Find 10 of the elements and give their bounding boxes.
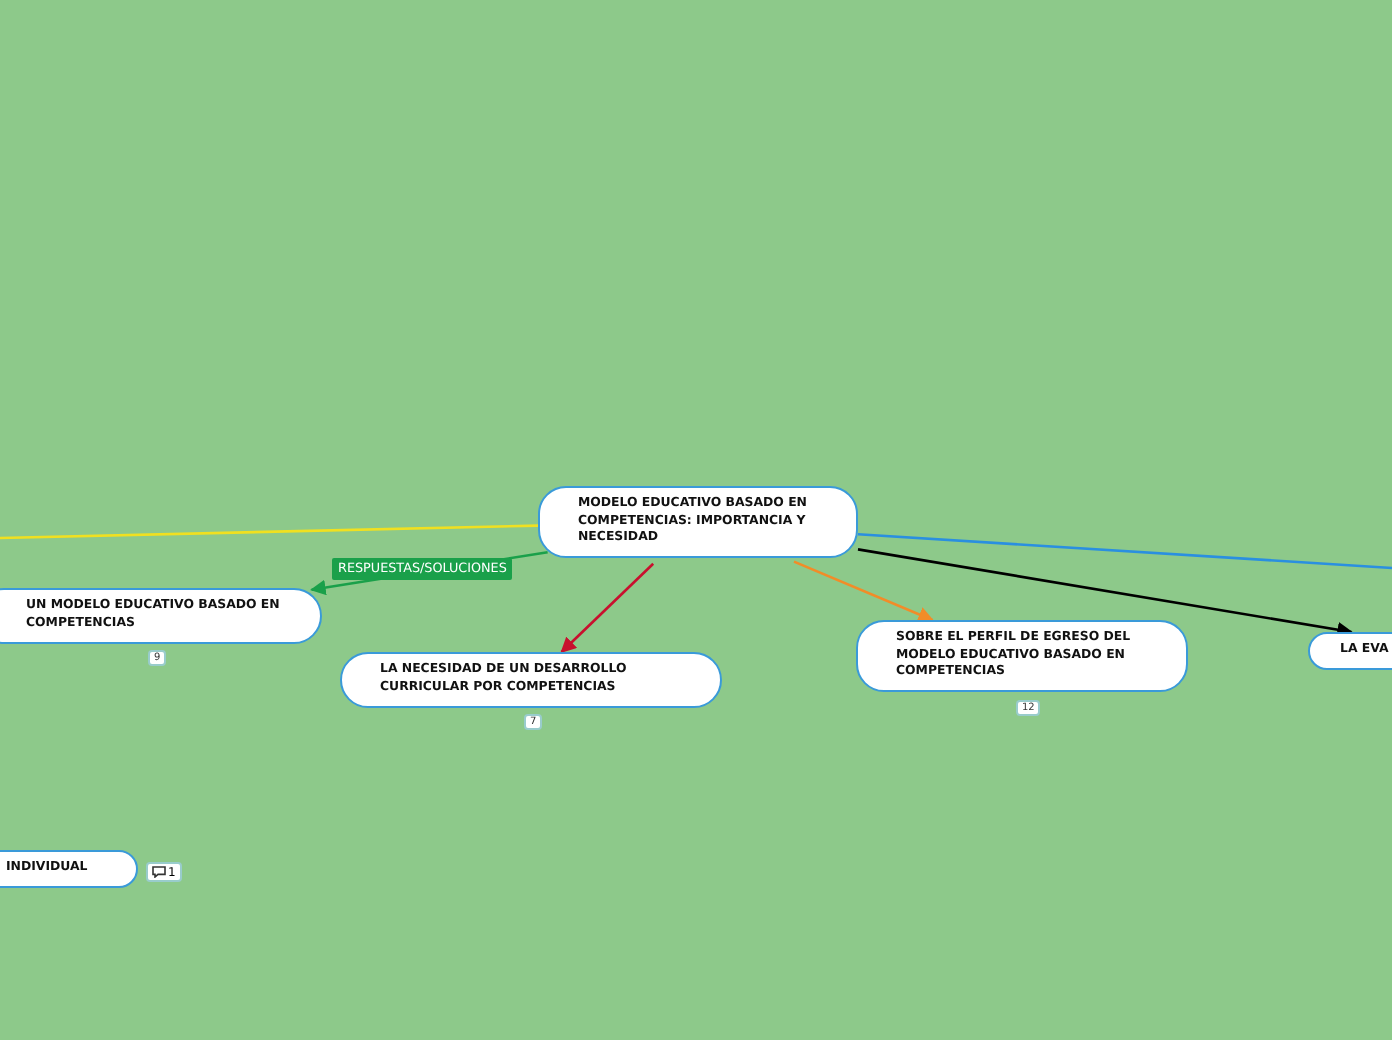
arrow [857, 548, 1353, 638]
topic-box [856, 620, 1188, 692]
topic-box [0, 850, 138, 888]
topic-box [538, 486, 858, 558]
arrow [560, 562, 655, 654]
connector-line [857, 532, 1392, 570]
topic-box [340, 652, 722, 708]
connector-line [0, 524, 539, 540]
topic-box [0, 588, 322, 644]
arrow [793, 560, 934, 622]
